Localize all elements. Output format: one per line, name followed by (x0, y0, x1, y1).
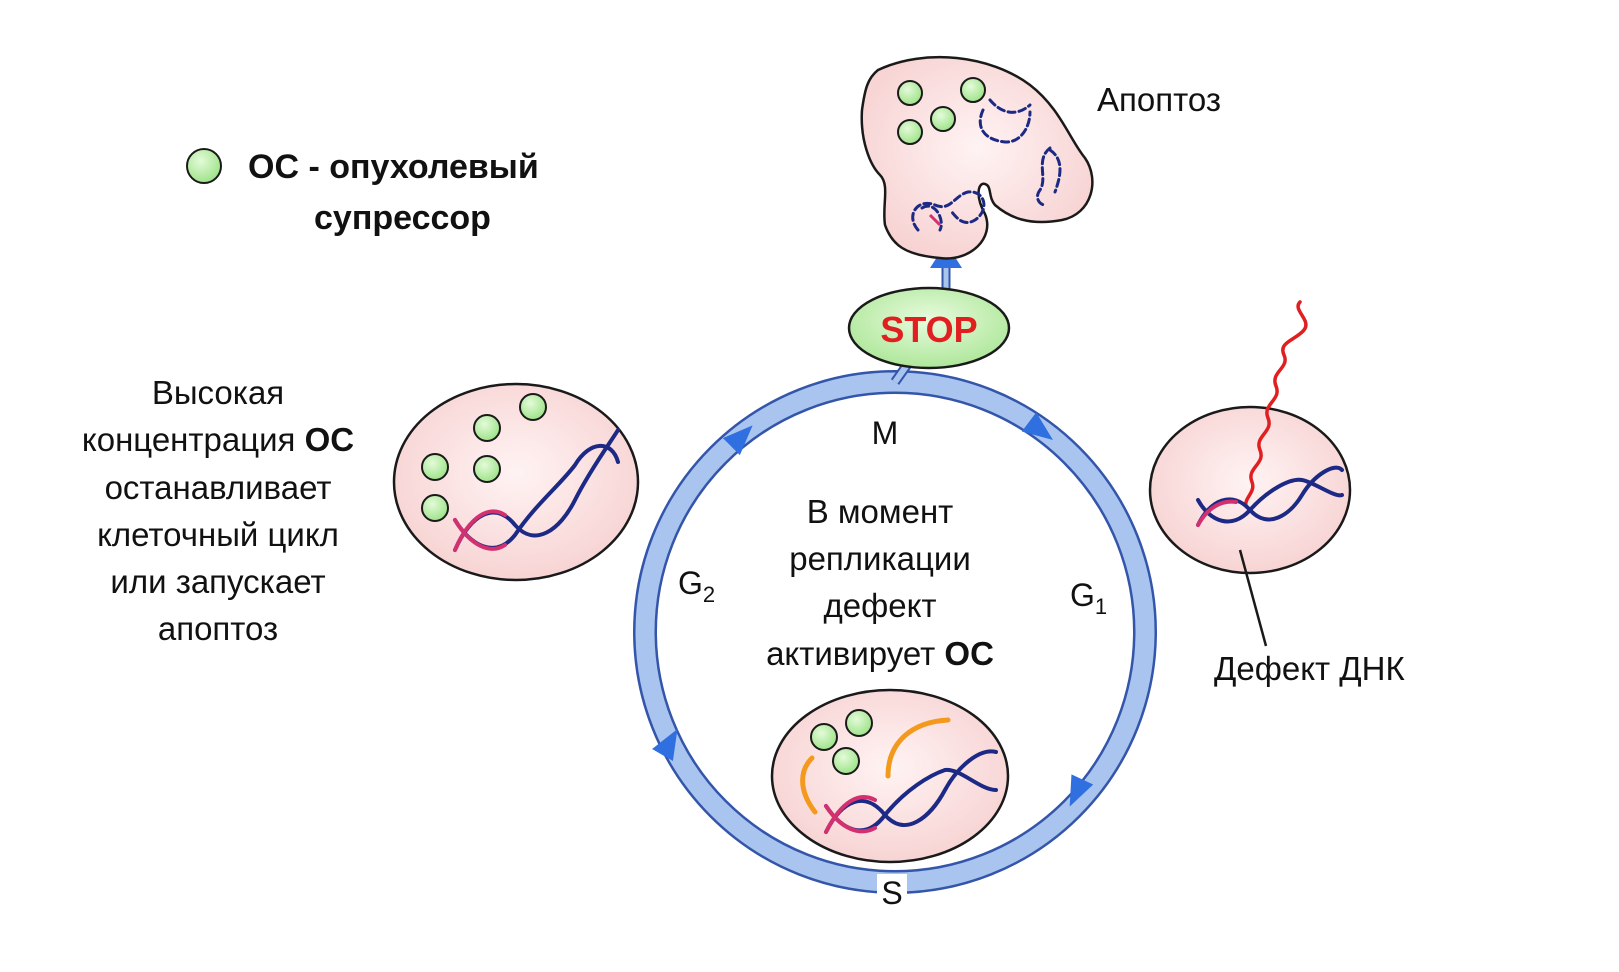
phase-s-label: S (881, 875, 902, 911)
fragmented-dna-icon (911, 98, 1062, 232)
legend-line-1: ОС - опухолевый (248, 148, 539, 186)
center-description: В момент репликации дефект активирует ОС (766, 493, 994, 672)
center-text-line-3: дефект (823, 587, 936, 624)
dna-defect-label: Дефект ДНК (1214, 650, 1405, 687)
legend-suppressor-icon (186, 148, 222, 184)
legend-line-2: супрессор (314, 199, 491, 237)
cell-high-suppressor (392, 382, 640, 582)
suppressor-icon (473, 455, 501, 483)
legend: ОС - опухолевый супрессор (186, 148, 539, 237)
suppressor-icon (960, 77, 986, 103)
cell-replication (770, 688, 1010, 864)
suppressor-icon (930, 106, 956, 132)
cycle-arrow-icon (1021, 412, 1053, 441)
suppressor-icon (421, 494, 449, 522)
defect-pointer-line (1238, 549, 1268, 647)
repair-arc-icon (800, 755, 818, 815)
center-text-line-2: репликации (789, 540, 971, 577)
suppressor-icon (810, 723, 838, 751)
suppressor-icon (897, 80, 923, 106)
phase-g2-label: G2 (678, 565, 715, 607)
suppressor-icon (832, 747, 860, 775)
damage-signal-icon (1244, 300, 1308, 508)
suppressor-icon (897, 119, 923, 145)
phase-g1-label: G1 (1070, 577, 1107, 619)
left-text-line-6: апоптоз (158, 610, 278, 647)
left-text-line-2: концентрация ОС (82, 421, 354, 458)
left-text-line-5: или запускает (110, 563, 325, 600)
dna-helix-icon (824, 749, 998, 834)
suppressor-icon (473, 414, 501, 442)
repair-arc-icon (885, 717, 951, 779)
dna-helix-icon (1196, 465, 1344, 527)
center-text-line-4: активирует ОС (766, 635, 994, 672)
suppressor-icon (845, 709, 873, 737)
dna-helix-icon (453, 428, 620, 552)
apoptosis-label: Апоптоз (1097, 81, 1221, 118)
cycle-arrow-icon (652, 729, 678, 761)
stop-badge: STOP (847, 286, 1011, 370)
left-description: Высокая концентрация ОС останавливает кл… (82, 374, 354, 647)
suppressor-icon (519, 393, 547, 421)
cycle-arrow-icon (722, 425, 753, 456)
suppressor-icon (421, 453, 449, 481)
center-text-line-1: В момент (807, 493, 954, 530)
cell-dna-defect (1148, 300, 1352, 647)
left-text-line-3: останавливает (105, 469, 332, 506)
phase-s-background (877, 874, 907, 910)
left-text-line-4: клеточный цикл (97, 516, 339, 553)
cell-apoptosis (860, 55, 1094, 260)
cycle-arrow-icon (1069, 774, 1094, 807)
phase-m-label: M (872, 415, 899, 451)
left-text-line-1: Высокая (152, 374, 284, 411)
stop-label: STOP (880, 309, 977, 350)
